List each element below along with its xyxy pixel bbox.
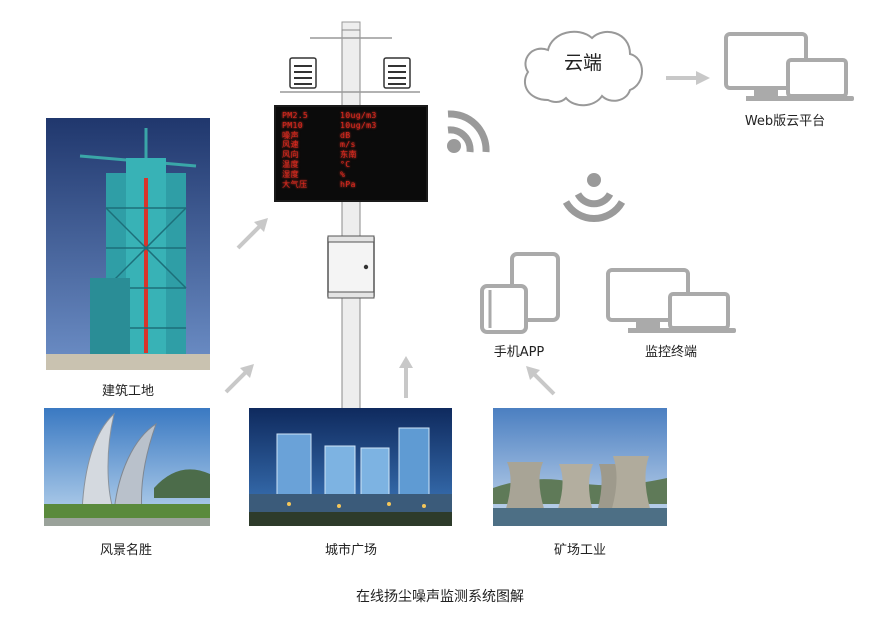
monitor-terminal-icon	[606, 268, 736, 333]
cloud-label: 云端	[563, 52, 602, 74]
led-key: 温度	[282, 158, 299, 169]
sensor-shield-right-icon	[383, 57, 411, 89]
city-square-image	[249, 408, 452, 526]
scenic-spot-image	[44, 408, 210, 526]
construction-site-image	[46, 118, 210, 370]
cloud-icon	[523, 30, 643, 107]
web-platform-icon	[724, 32, 854, 101]
mining-industry-image	[493, 408, 667, 526]
web-platform-label: Web版云平台	[744, 114, 826, 129]
mobile-app-label: 手机APP	[493, 345, 545, 360]
led-value: hPa	[340, 178, 356, 189]
led-key: 风速	[282, 139, 299, 150]
arrow-city-to-pole-icon	[399, 356, 413, 398]
city-square-label: 城市广场	[324, 543, 377, 558]
diagram-caption: 在线扬尘噪声监测系统图解	[356, 589, 524, 605]
led-row: 风向 东南	[282, 149, 420, 160]
led-value: %	[340, 168, 346, 179]
arrow-up-left-icon	[526, 366, 556, 396]
led-value: m/s	[340, 139, 356, 150]
led-key: 风向	[282, 149, 299, 160]
led-key: PM10	[282, 119, 303, 130]
led-value: °C	[340, 158, 351, 169]
led-value: 10ug/m3	[340, 119, 377, 130]
led-value: dB	[340, 129, 351, 140]
mobile-app-icon	[480, 252, 560, 334]
control-box-icon	[327, 235, 375, 299]
led-value: 东南	[340, 149, 357, 160]
arrow-construction-to-pole-icon	[236, 218, 268, 250]
led-row: PM2.5 10ug/m3	[282, 110, 420, 121]
led-row: 温度 °C	[282, 158, 420, 170]
led-row: 噪声 dB	[282, 129, 420, 141]
arrow-scenic-to-pole-icon	[224, 364, 254, 394]
led-row: 湿度%	[282, 168, 420, 180]
led-key: 大气压	[282, 178, 308, 189]
wifi-signal-down-icon	[562, 173, 626, 222]
led-key: 噪声	[282, 129, 299, 140]
led-row: 大气压 hPa	[282, 178, 420, 190]
led-key: PM2.5	[282, 110, 309, 120]
led-key: 湿度	[282, 168, 299, 179]
arrow-right-icon	[666, 71, 710, 85]
led-row: PM10 10ug/m3	[282, 119, 420, 131]
scenic-spot-label: 风景名胜	[99, 543, 152, 558]
led-row: 风速 m/s	[282, 140, 420, 150]
led-value: 10ug/m3	[340, 110, 377, 120]
sensor-shield-left-icon	[289, 57, 317, 89]
mining-industry-label: 矿场工业	[553, 543, 606, 558]
monitor-terminal-label: 监控终端	[644, 345, 697, 360]
construction-site-label: 建筑工地	[101, 384, 154, 399]
led-display: PM2.5 10ug/m3 PM10 10ug/m3 噪声 dB 风速 m/s 风向 东南…	[274, 105, 428, 202]
wifi-signal-icon	[447, 110, 490, 153]
